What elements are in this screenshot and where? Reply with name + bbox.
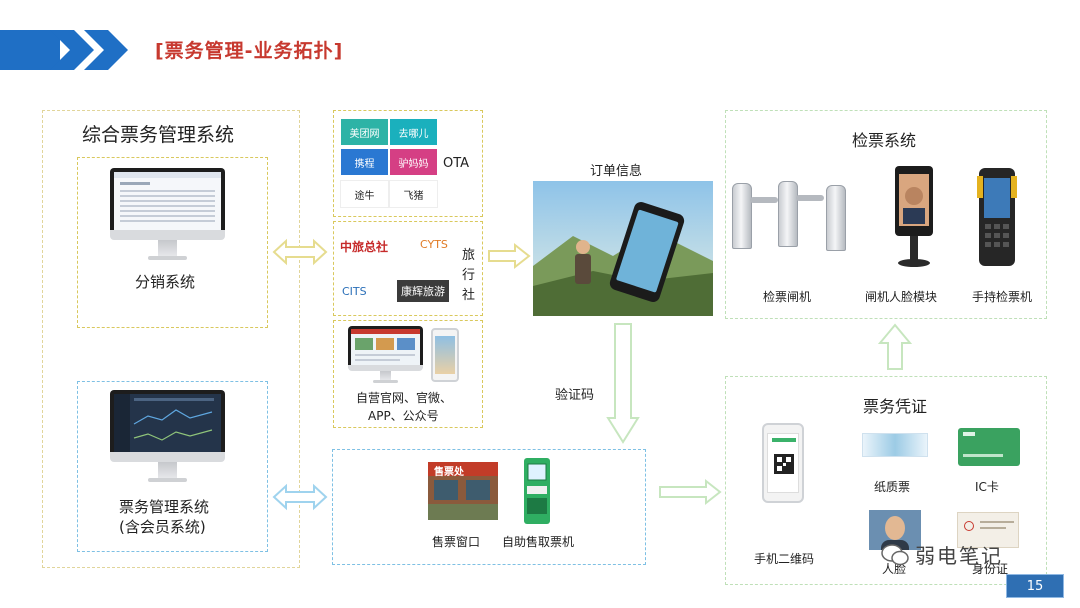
ticket-management-monitor-image — [110, 390, 225, 485]
agency-label-char: 社 — [462, 284, 475, 303]
gate-label: 检票闸机 — [763, 288, 811, 305]
self-operated-sublabel: APP、公众号 — [368, 407, 439, 424]
integrated-ticketing-title: 综合票务管理系统 — [82, 120, 234, 147]
arrow-right-yellow-icon — [487, 242, 531, 270]
arrow-up-green-icon — [878, 323, 912, 371]
face-recognition-module-image — [893, 166, 935, 268]
agency-logo: 中旅总社 — [340, 238, 388, 255]
page-number: 15 — [1006, 574, 1064, 598]
header-chevron-icon — [40, 30, 140, 70]
ota-logos: 美团网 去哪儿 携程 驴妈妈 途牛 飞猪 — [340, 118, 440, 212]
check-system-title: 检票系统 — [852, 127, 916, 151]
wechat-logo-icon — [880, 542, 910, 568]
ota-logo: 美团网 — [340, 118, 389, 146]
order-info-label: 订单信息 — [590, 160, 642, 179]
paper-ticket-label: 纸质票 — [874, 478, 910, 495]
agency-logo: CITS — [342, 285, 367, 298]
agency-label-char: 行 — [462, 264, 475, 283]
self-service-kiosk-label: 自助售取票机 — [502, 533, 574, 550]
ticket-management-sublabel: (含会员系统) — [119, 516, 206, 537]
ticket-management-label: 票务管理系统 — [119, 496, 209, 517]
agency-label-char: 旅 — [462, 244, 475, 263]
paper-ticket-image — [862, 433, 928, 457]
ota-logo: 去哪儿 — [389, 118, 438, 146]
distribution-monitor-image — [110, 168, 225, 263]
handheld-scanner-image — [975, 168, 1019, 268]
ota-logo: 驴妈妈 — [389, 148, 438, 176]
double-arrow-blue-icon — [272, 483, 328, 511]
self-operated-phone-image — [431, 328, 459, 382]
double-arrow-yellow-icon — [272, 238, 328, 266]
ticket-window-label: 售票窗口 — [432, 533, 480, 550]
ticket-window-sign: 售票处 — [434, 463, 464, 478]
ota-logo: 飞猪 — [389, 180, 438, 208]
ic-card-image — [958, 428, 1020, 466]
watermark-text: 弱电笔记 — [915, 540, 1003, 569]
ota-logo: 途牛 — [340, 180, 389, 208]
agency-logo: 康辉旅游 — [397, 280, 449, 302]
page-title: [票务管理-业务拓扑] — [155, 36, 343, 63]
arrow-down-green-icon — [606, 322, 640, 444]
mobile-qr-label: 手机二维码 — [754, 550, 814, 567]
turnstile-gate-image — [732, 175, 872, 255]
self-operated-label: 自营官网、官微、 — [356, 389, 452, 406]
mobile-qr-image — [762, 423, 804, 503]
credentials-title: 票务凭证 — [863, 393, 927, 417]
ic-card-label: IC卡 — [975, 478, 999, 495]
ota-logo: 携程 — [340, 148, 389, 176]
mobile-order-photo — [533, 181, 713, 316]
face-module-label: 闸机人脸模块 — [865, 288, 937, 305]
arrow-right-green-icon — [658, 478, 724, 506]
self-service-kiosk-image — [520, 458, 554, 524]
agency-logo: CYTS — [420, 238, 448, 251]
self-operated-monitor-image — [348, 326, 423, 384]
handheld-label: 手持检票机 — [972, 288, 1032, 305]
verify-code-label: 验证码 — [555, 384, 594, 403]
distribution-system-label: 分销系统 — [135, 271, 195, 292]
ticket-window-photo: 售票处 — [428, 462, 498, 520]
ota-label: OTA — [443, 156, 469, 171]
